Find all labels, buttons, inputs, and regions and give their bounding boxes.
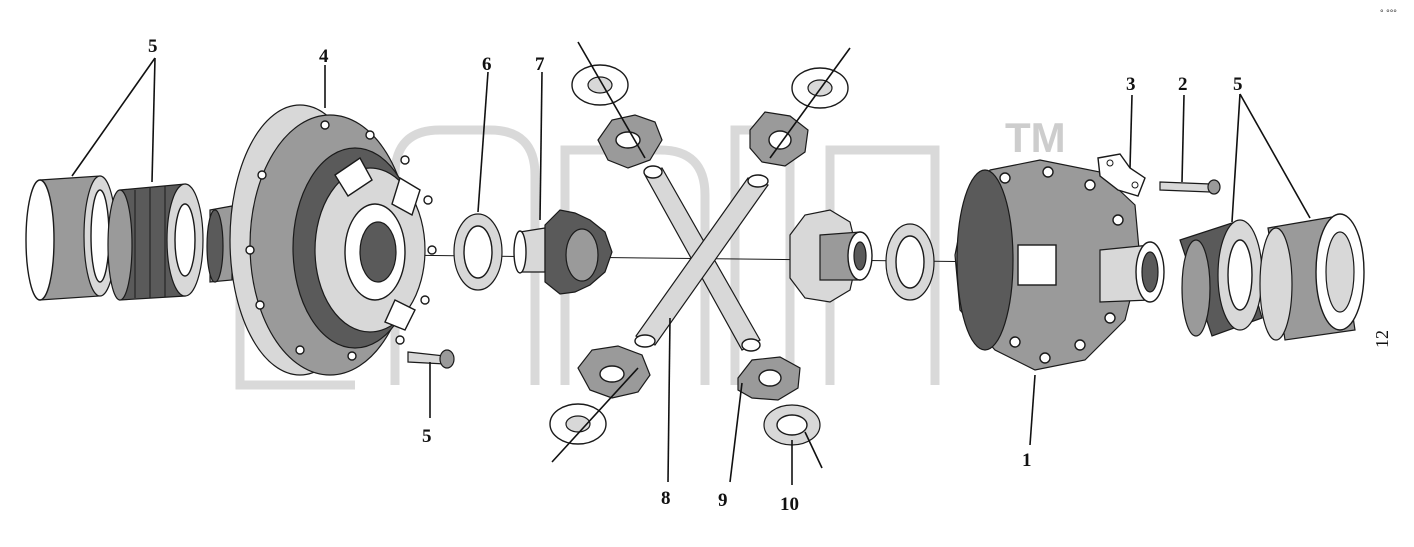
callout-2: 2	[1178, 74, 1188, 95]
callout-7: 6	[482, 54, 492, 75]
corner-mark: ° °°°	[1380, 8, 1397, 18]
lock-plate-3	[1097, 153, 1146, 197]
callout-11: 10	[780, 494, 799, 515]
callout-9: 8	[661, 488, 671, 509]
callout-10: 9	[718, 490, 728, 511]
callout-5-left: 5	[148, 36, 158, 57]
callout-4: 4	[319, 46, 329, 67]
pinion-gear-top-left	[597, 114, 663, 169]
right-housing-1	[954, 159, 1165, 371]
side-gear-8	[513, 209, 613, 295]
right-bearing-cup	[1259, 213, 1365, 341]
pinion-washer-top-left	[571, 64, 629, 106]
callout-3: 3	[1126, 74, 1136, 95]
bolt-2	[1159, 179, 1221, 195]
side-number-12: 12	[1372, 330, 1392, 348]
callout-5-right: 5	[1233, 74, 1243, 95]
leader-lines	[71, 41, 1311, 485]
callout-labels: 5 4 6 7 5 8 9 10 1 3 2 5 12	[148, 36, 1392, 515]
callout-6: 5	[422, 426, 432, 447]
left-bearing-cup	[25, 175, 117, 301]
thrust-washer-7	[453, 213, 503, 291]
callout-1: 1	[1022, 450, 1032, 471]
pinion-gear-bottom-right-10	[737, 356, 801, 401]
pinion-gear-bottom-left	[577, 345, 651, 399]
right-cone-bearing	[1179, 219, 1263, 337]
callout-8: 7	[535, 54, 545, 75]
cross-spider-9	[634, 165, 769, 352]
left-housing-half	[206, 104, 437, 376]
watermark-tm: TM	[1005, 114, 1066, 161]
side-gear-right	[789, 209, 873, 303]
bolt-6	[407, 349, 455, 369]
thrust-washer-right	[885, 223, 935, 301]
left-cone-bearing	[107, 183, 204, 301]
pinion-washer-bottom-left	[549, 403, 607, 445]
pinion-gear-top-right	[749, 111, 809, 167]
spherical-washer-11	[763, 404, 821, 446]
